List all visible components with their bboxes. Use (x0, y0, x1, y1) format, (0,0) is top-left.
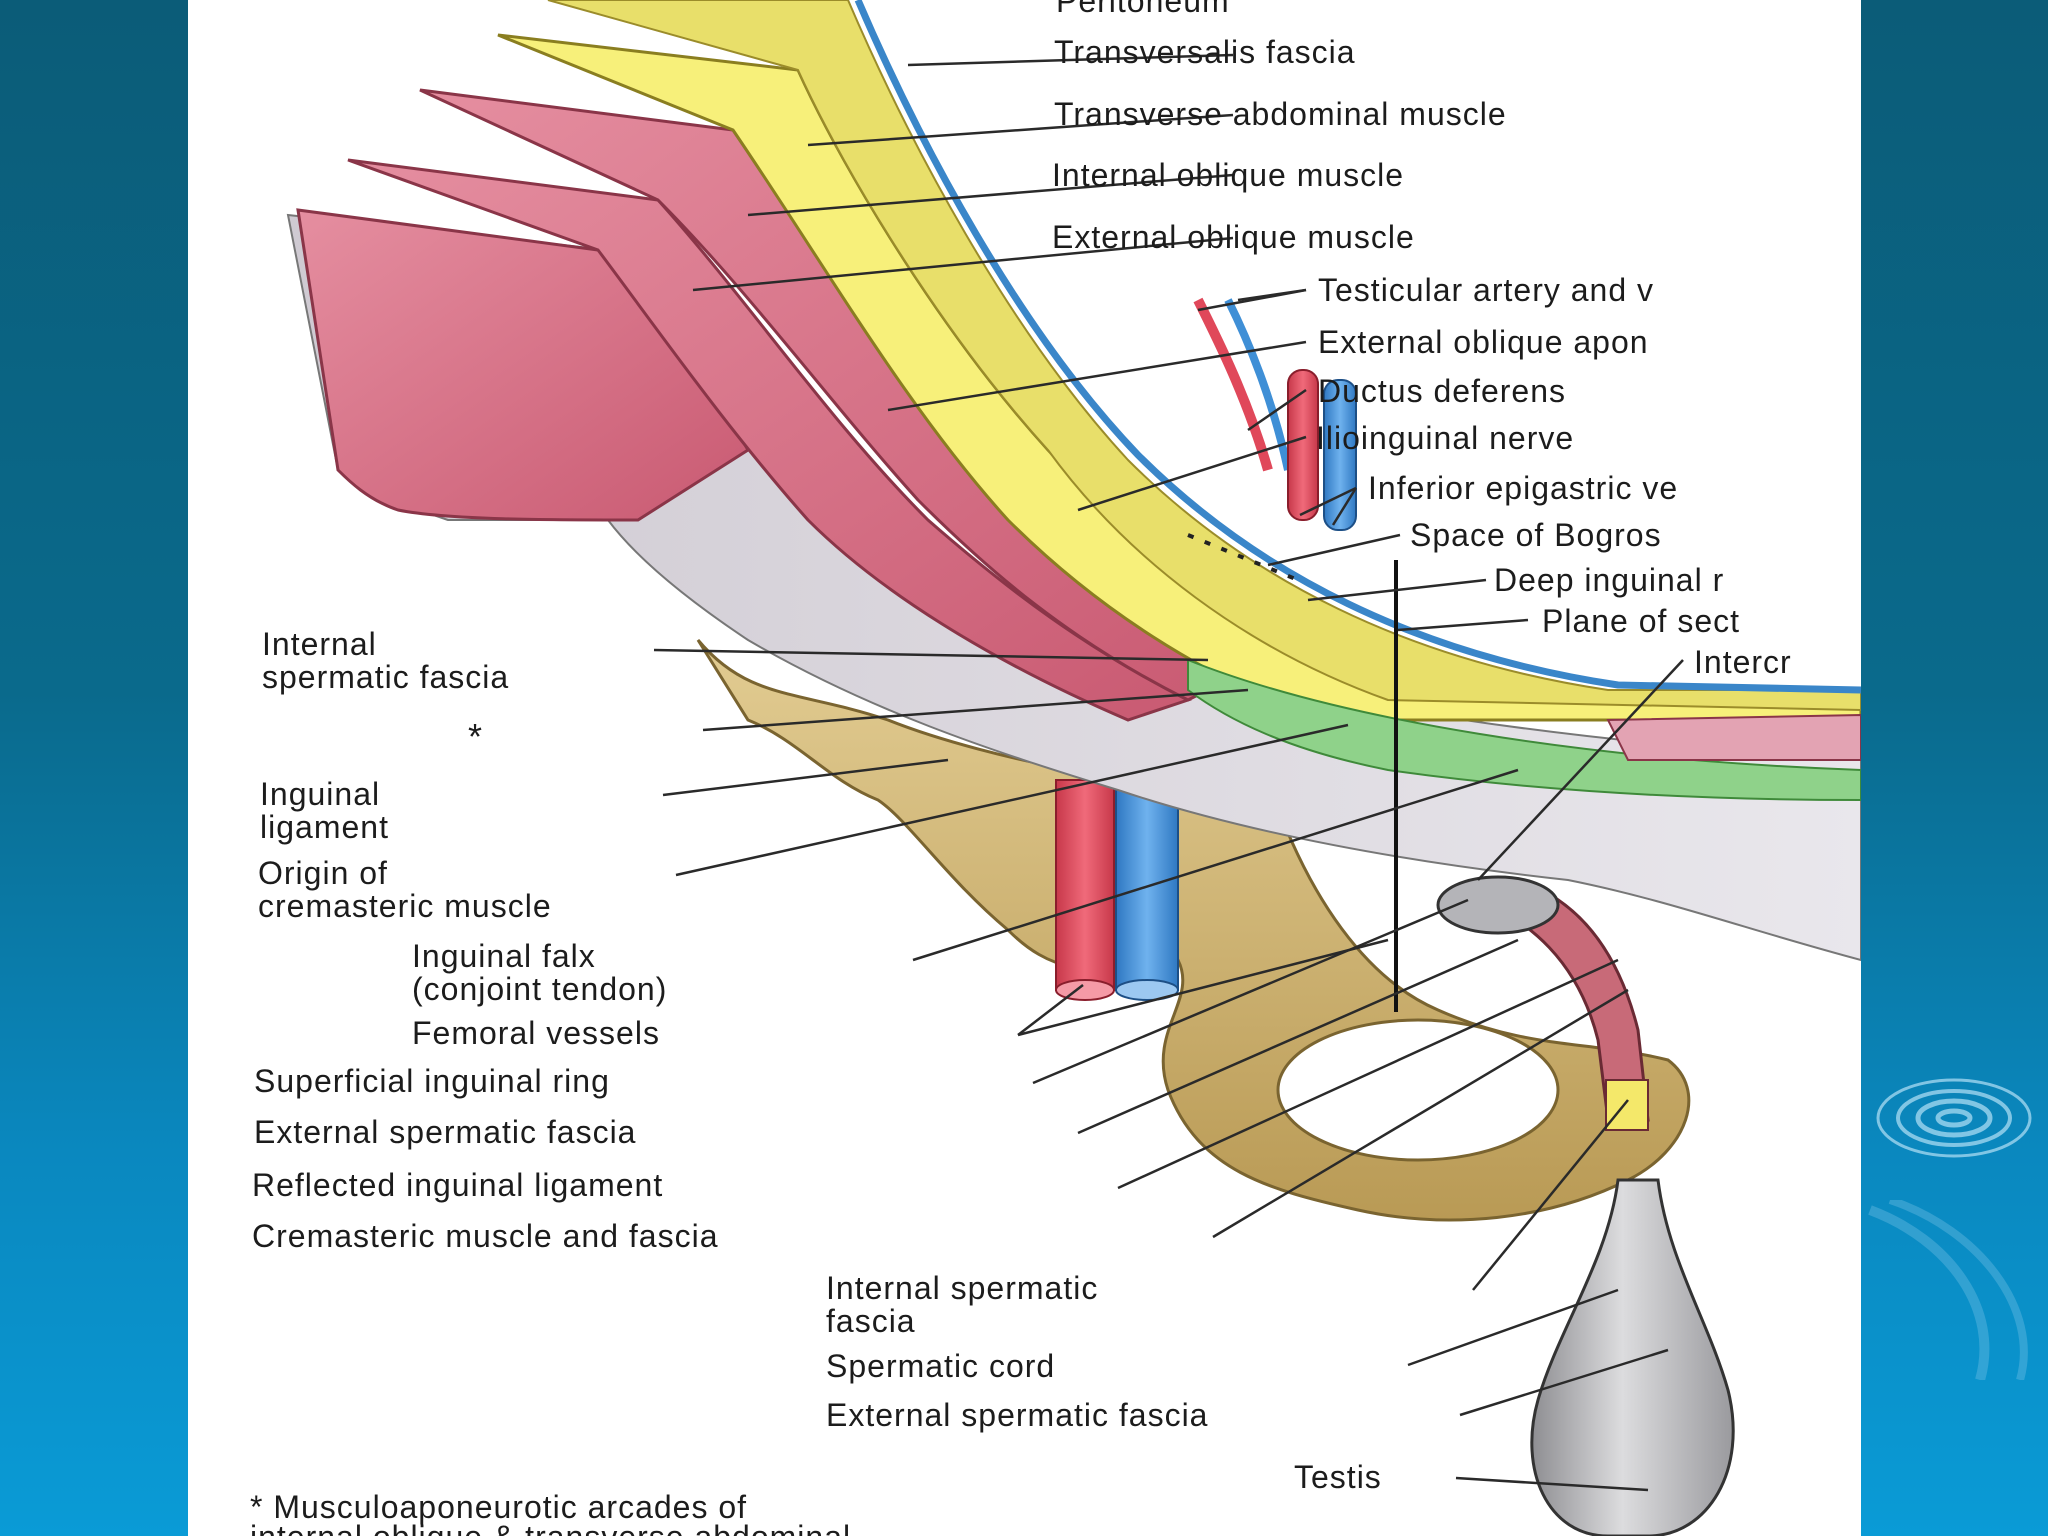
peritoneum-layer (854, 0, 1861, 694)
internal-spermatic-fascia-band (1605, 1079, 1649, 1131)
label-inguinal-falx-1: Inguinal falx (412, 938, 596, 974)
label-internal-spermatic-fascia-2: spermatic fascia (262, 659, 510, 695)
label-cremasteric-muscle-fascia: Cremasteric muscle and fascia (252, 1218, 719, 1254)
deep-inguinal-ring (1187, 533, 1299, 582)
inguinal-canal-illustration (286, 0, 1861, 1536)
label-spermatic-cord: Spermatic cord (826, 1348, 1056, 1384)
arc-decoration-icon (1868, 1200, 2028, 1380)
label-ilioinguinal-nerve: Ilioinguinal nerve (1316, 420, 1575, 456)
anatomy-figure: Peritoneum Transversalis fascia Transver… (188, 0, 1861, 1536)
cremaster-layer (1187, 658, 1861, 802)
obturator-foramen (1276, 1018, 1560, 1162)
label-asterisk: * (468, 716, 484, 757)
label-peritoneum: Peritoneum (1056, 0, 1230, 19)
ripple-decoration-icon (1876, 1078, 2032, 1158)
footnote-line-1: * Musculoaponeurotic arcades of (250, 1489, 748, 1525)
label-external-spermatic-fascia: External spermatic fascia (254, 1114, 637, 1150)
label-inferior-epigastric: Inferior epigastric ve (1368, 470, 1679, 506)
label-internal-spermatic-fascia-lower-2: fascia (826, 1303, 916, 1339)
label-reflected-inguinal-ligament: Reflected inguinal ligament (252, 1167, 664, 1203)
label-deep-inguinal: Deep inguinal r (1494, 562, 1725, 598)
label-origin-cremasteric-1: Origin of (258, 855, 388, 891)
leader-lines (653, 53, 1684, 1492)
label-inguinal-ligament-1: Inguinal (260, 776, 381, 812)
label-external-oblique-apon: External oblique apon (1318, 324, 1649, 360)
label-internal-oblique-muscle: Internal oblique muscle (1052, 157, 1405, 193)
testis (1530, 1178, 1735, 1536)
label-femoral-vessels: Femoral vessels (412, 1015, 660, 1051)
label-inguinal-ligament-2: ligament (260, 809, 389, 845)
label-internal-spermatic-fascia-lower-1: Internal spermatic (826, 1270, 1099, 1306)
label-testicular-artery: Testicular artery and v (1318, 272, 1655, 308)
label-internal-spermatic-fascia-1: Internal (262, 626, 377, 662)
internal-oblique-muscle (347, 158, 1192, 722)
label-space-of-bogros: Space of Bogros (1410, 517, 1662, 553)
superficial-ring-cuff (1436, 875, 1560, 935)
label-ductus-deferens: Ductus deferens (1318, 373, 1567, 409)
label-transversalis-fascia: Transversalis fascia (1054, 34, 1356, 70)
inferior-epigastric-artery (1287, 369, 1319, 521)
label-transverse-abdominal-muscle: Transverse abdominal muscle (1054, 96, 1507, 132)
label-external-oblique-muscle: External oblique muscle (1052, 219, 1415, 255)
label-plane-of-section: Plane of sect (1542, 603, 1740, 639)
inguinal-canal-section (1606, 713, 1861, 761)
label-external-spermatic-fascia-lower: External spermatic fascia (826, 1397, 1209, 1433)
footnote-line-2: internal oblique & transverse abdominal (250, 1520, 851, 1536)
femoral-vein (1115, 789, 1179, 991)
label-inguinal-falx-2: (conjoint tendon) (412, 971, 668, 1007)
label-origin-cremasteric-2: cremasteric muscle (258, 888, 552, 924)
label-superficial-inguinal-ring: Superficial inguinal ring (254, 1063, 610, 1099)
testicular-vessels (1193, 297, 1273, 472)
femoral-artery (1055, 779, 1115, 991)
label-testis: Testis (1294, 1459, 1382, 1495)
extraperitoneal-fat (547, 0, 1861, 712)
label-intercrural: Intercr (1694, 644, 1792, 680)
